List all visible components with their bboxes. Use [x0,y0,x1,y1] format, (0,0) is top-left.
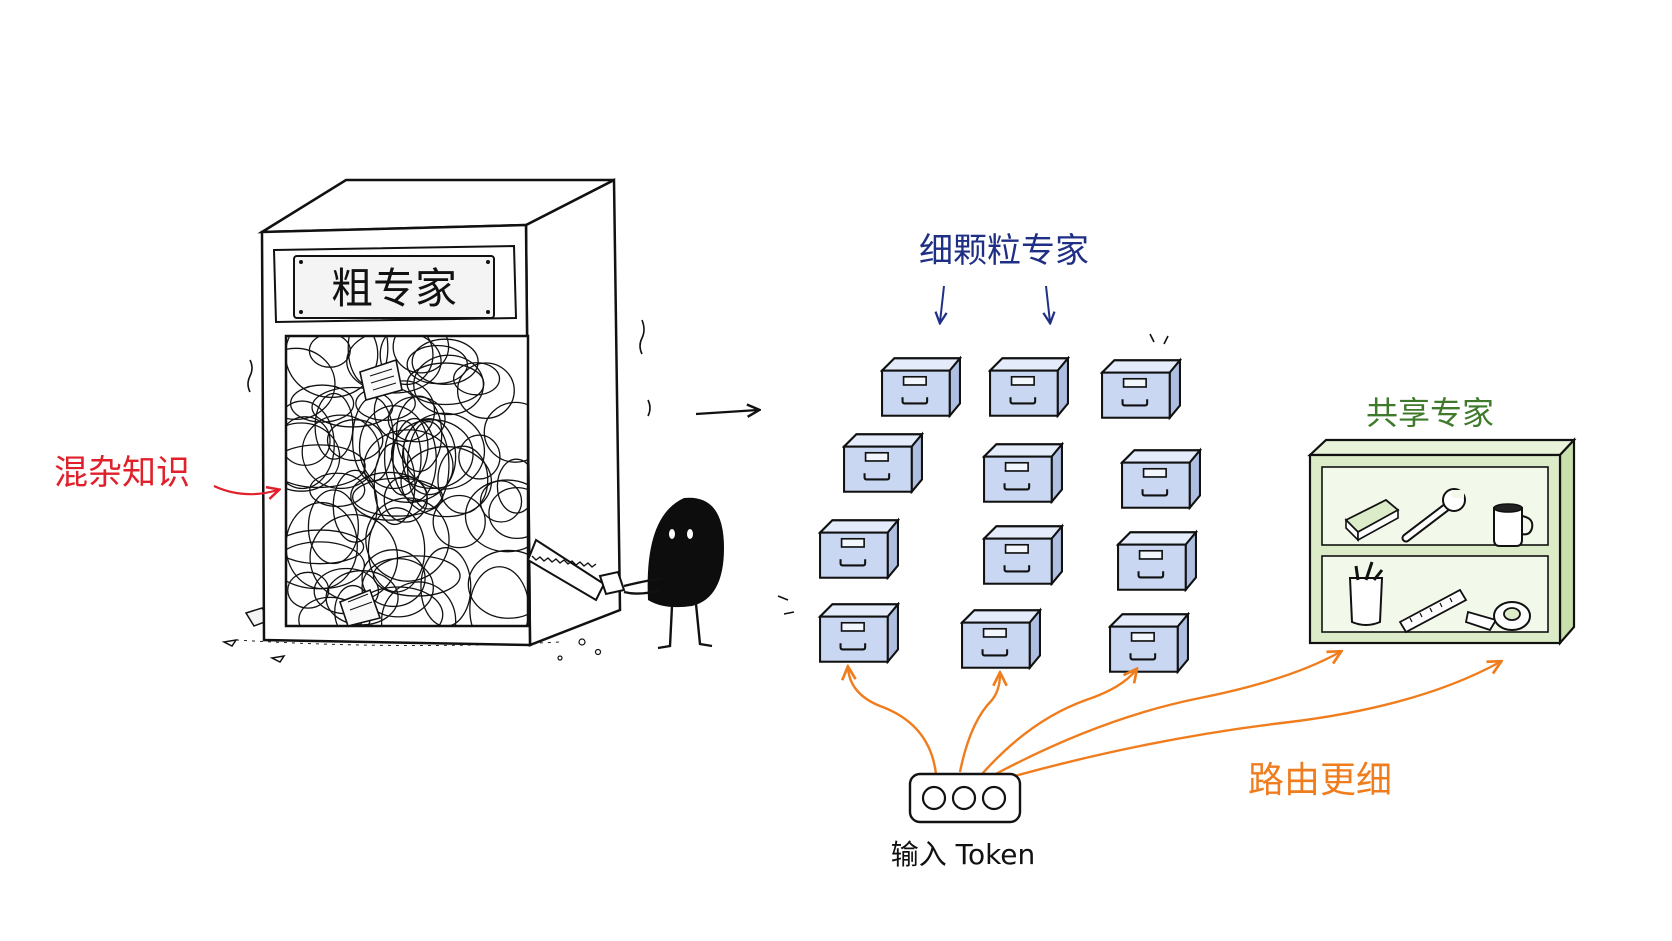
saw-icon [526,538,626,602]
shared-expert-shelf [1307,437,1577,646]
blob-character-icon [623,497,724,650]
fine-grained-pointer-left [940,285,944,322]
mixed-knowledge-label: 混杂知识 [54,453,190,493]
file-cabinet-icon [983,443,1063,503]
tape-roll-icon [1464,601,1531,632]
pencil-cup-icon [1348,561,1384,626]
mixed-knowledge-arrow [213,485,278,494]
file-cabinet-icon [989,357,1069,417]
file-cabinet-icon [983,525,1063,585]
split-arrow [695,410,758,414]
scribble-tangle [286,336,528,626]
file-cabinet-icon [1117,531,1197,591]
shared-expert-label: 共享专家 [1366,394,1494,432]
file-cabinet-icon [1109,613,1189,673]
sparkle-mark [1149,333,1169,345]
file-cabinet-icon [961,609,1041,669]
mug-icon [1493,503,1534,547]
sparkle-mark [777,595,795,615]
fine-grained-expert-grid [819,357,1201,673]
fine-grained-pointer-right [1046,285,1050,322]
coarse-expert-label: 粗专家 [331,264,457,313]
file-cabinet-icon [819,519,899,579]
wrench-icon [1401,488,1466,543]
file-cabinet-icon [819,603,899,663]
fine-grained-experts-label: 细颗粒专家 [919,231,1089,271]
ruler-icon [1398,588,1468,634]
routing-label: 路由更细 [1248,760,1392,801]
file-cabinet-icon [881,357,961,417]
file-cabinet-icon [1101,359,1181,419]
token-slot [921,785,947,811]
coarse-expert-cabinet: 粗专家 [221,177,651,663]
token-slot [951,785,977,811]
file-cabinet-icon [843,433,923,493]
file-cabinet-icon [1121,449,1201,509]
coarse-expert-sign [293,255,495,319]
book-icon [1344,498,1400,542]
token-slot [981,785,1007,811]
input-token-label: 输入 Token [891,838,1036,871]
input-token [908,772,1022,824]
routing-arrows [848,652,1500,782]
